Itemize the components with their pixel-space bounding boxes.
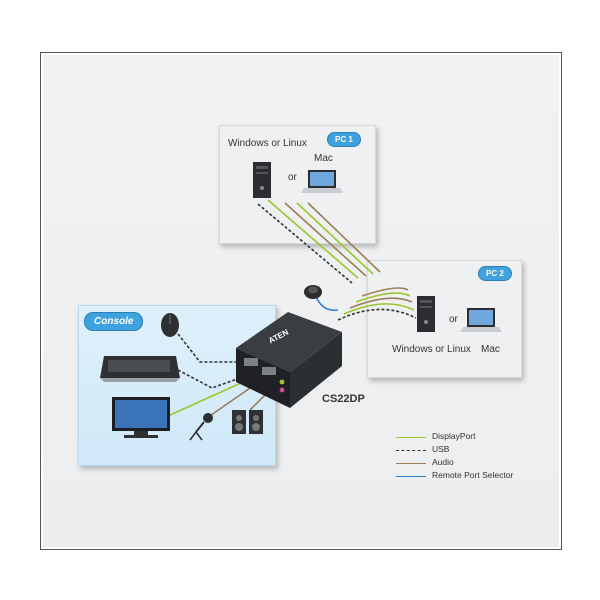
legend-label-usb: USB [432,444,450,454]
pc1-laptop-icon [301,170,343,193]
pc2-mac-label: Mac [481,344,500,355]
kvm-switch-icon [236,312,342,408]
pc2-cables [337,287,417,321]
pc2-os-label: Windows or Linux [392,344,471,355]
device-model-label: CS22DP [322,393,365,405]
legend-label-displayport: DisplayPort [432,431,476,441]
mouse-icon [161,313,179,337]
legend-label-remote: Remote Port Selector [432,470,514,480]
pc2-badge: PC 2 [478,266,512,281]
console-panel [78,305,276,466]
monitor-icon [112,397,170,438]
speakers-icon [232,410,263,434]
console-badge: Console [84,312,144,331]
legend-line-audio [396,463,426,464]
remote-selector-icon [304,285,322,299]
legend-line-usb [396,450,426,451]
pc2-laptop-icon [460,308,502,332]
legend-line-remote [396,476,426,477]
pc1-os-label: Windows or Linux [228,138,307,149]
pc2-or-label: or [449,314,458,325]
microphone-icon [189,413,213,441]
legend-line-displayport [396,437,426,438]
pc1-tower-icon [253,162,271,198]
pc1-cables [257,199,381,284]
legend-label-audio: Audio [432,457,454,467]
pc1-or-label: or [288,172,297,183]
remote-selector-cable [315,295,339,312]
pc1-mac-label: Mac [314,153,333,164]
pc2-tower-icon [417,296,435,332]
pc1-badge: PC 1 [327,132,361,147]
keyboard-icon [100,356,180,382]
